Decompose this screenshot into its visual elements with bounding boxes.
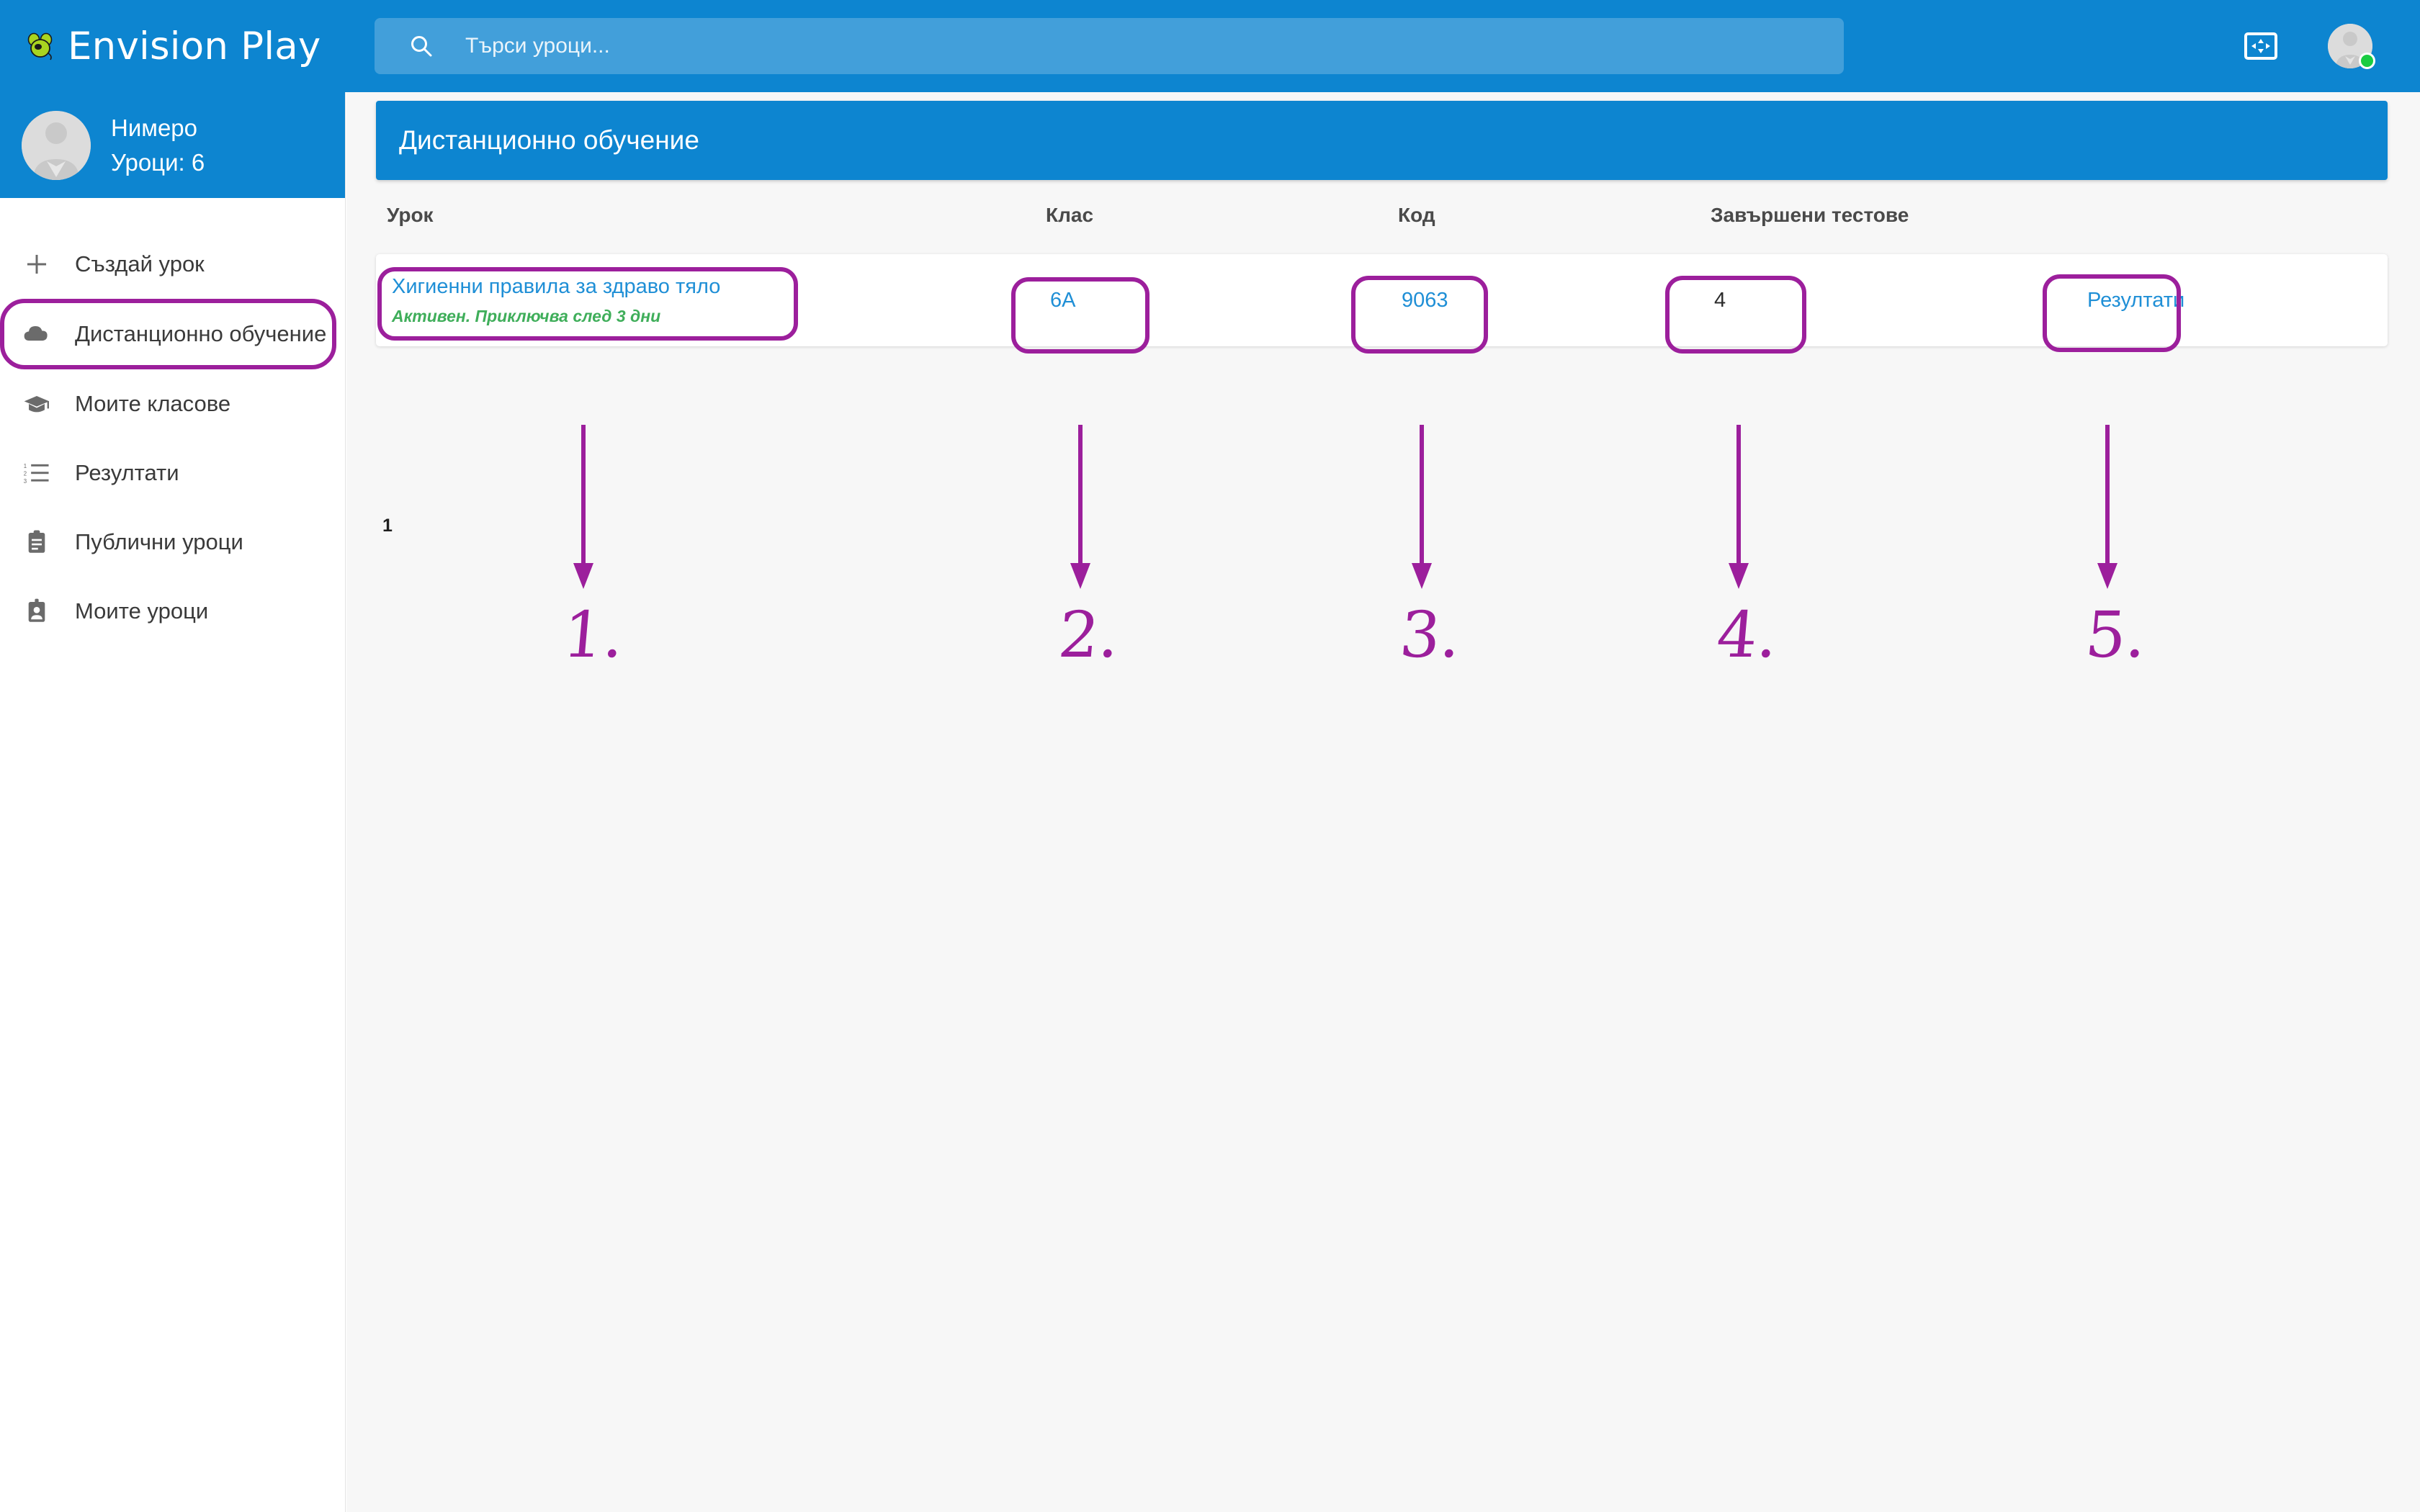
cloud-icon: [20, 318, 53, 351]
pagination-current-page[interactable]: 1: [382, 516, 393, 536]
sidebar-item-create-lesson[interactable]: Създай урок: [0, 230, 345, 299]
code-value[interactable]: 9063: [1402, 288, 1448, 312]
sidebar-item-distance-learning[interactable]: Дистанционно обучение: [0, 299, 336, 369]
clipboard-icon: [20, 526, 53, 559]
top-bar: Envision Play Търси уроци...: [0, 0, 2420, 92]
column-header-lesson: Урок: [387, 204, 434, 226]
class-value[interactable]: 6А: [1050, 288, 1076, 312]
sidebar-item-label: Резултати: [75, 460, 179, 485]
sidebar-item-public-lessons[interactable]: Публични уроци: [0, 508, 345, 577]
lesson-title-link[interactable]: Хигиенни правила за здраво тяло: [392, 274, 721, 298]
sidebar-item-label: Публични уроци: [75, 529, 243, 554]
lesson-status: Активен. Приключва след 3 дни: [392, 306, 661, 325]
status-badge: [2359, 53, 2375, 69]
page-header: Дистанционно обучение: [376, 101, 2388, 180]
svg-text:3: 3: [24, 478, 27, 485]
sidebar-profile[interactable]: Нимеро Уроци: 6: [0, 92, 345, 198]
main-content: Дистанционно обучение Урок Клас Код Завъ…: [346, 92, 2420, 1512]
cell-class: 6А: [1050, 254, 1075, 346]
column-header-code: Код: [1398, 204, 1435, 226]
results-link[interactable]: Резултати: [2087, 288, 2185, 312]
mouse-icon: [24, 30, 56, 62]
avatar[interactable]: [2328, 24, 2375, 69]
graduation-cap-icon: [20, 387, 53, 420]
fullscreen-icon[interactable]: [2244, 32, 2277, 60]
column-header-class: Клас: [1046, 204, 1094, 226]
sidebar-item-my-lessons[interactable]: Моите уроци: [0, 577, 345, 646]
table-header-row: Урок Клас Код Завършени тестове: [376, 204, 2388, 241]
page-title: Дистанционно обучение: [399, 125, 699, 155]
plus-icon: [20, 248, 53, 281]
topbar-actions: [2244, 0, 2420, 92]
search-icon: [409, 34, 434, 58]
sidebar-nav: Създай урок Дистанционно обучение: [0, 198, 345, 646]
table-row: Хигиенни правила за здраво тяло Активен.…: [376, 254, 2388, 346]
completed-tests-value: 4: [1714, 288, 1726, 312]
sidebar-item-label: Моите класове: [75, 391, 231, 416]
profile-lessons-count: Уроци: 6: [111, 148, 205, 176]
id-badge-icon: [20, 595, 53, 628]
profile-name: Нимеро: [111, 114, 198, 141]
list-ordered-icon: 1 2 3: [20, 456, 53, 490]
sidebar-item-results[interactable]: 1 2 3 Резултати: [0, 438, 345, 508]
search-placeholder: Търси уроци...: [465, 34, 610, 58]
profile-info: Нимеро Уроци: 6: [111, 114, 205, 176]
sidebar-item-label: Дистанционно обучение: [75, 321, 327, 346]
brand[interactable]: Envision Play: [0, 0, 346, 92]
cell-lesson: Хигиенни правила за здраво тяло Активен.…: [392, 254, 720, 346]
brand-name: Envision Play: [68, 24, 321, 68]
search-input[interactable]: Търси уроци...: [375, 18, 1844, 74]
svg-text:2: 2: [24, 470, 27, 477]
search-wrapper: Търси уроци...: [346, 0, 1844, 92]
column-header-completed-tests: Завършени тестове: [1711, 204, 1909, 226]
cell-completed-tests: 4: [1714, 254, 1726, 346]
sidebar-item-my-classes[interactable]: Моите класове: [0, 369, 345, 438]
cell-code: 9063: [1402, 254, 1448, 346]
svg-text:1: 1: [24, 463, 27, 469]
sidebar-item-label: Създай урок: [75, 251, 205, 276]
sidebar-item-label: Моите уроци: [75, 598, 209, 624]
profile-avatar: [22, 110, 91, 180]
cell-results: Резултати: [2087, 254, 2184, 346]
sidebar: Нимеро Уроци: 6 Създай урок: [0, 92, 346, 1512]
